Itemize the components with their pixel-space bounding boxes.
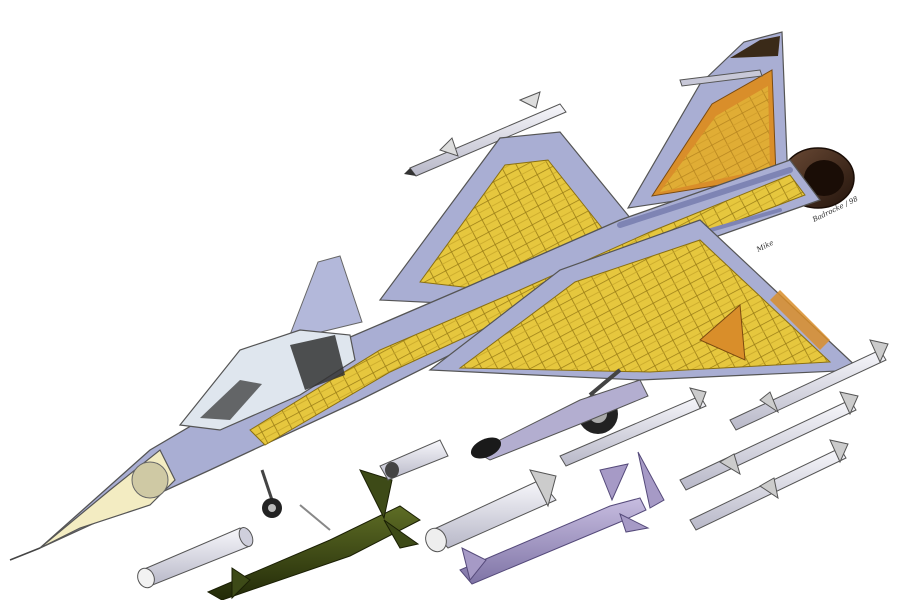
- gun-pod: [379, 439, 449, 481]
- missile-right-3: [689, 439, 849, 531]
- nose-radome: [9, 449, 176, 561]
- tail-fin: [626, 31, 789, 209]
- cockpit-canopy: [178, 329, 356, 431]
- upper-wingtip-missile: [404, 91, 567, 177]
- belly-drop-tank: [470, 379, 649, 461]
- silver-fuel-tank: [137, 527, 254, 589]
- lower-wing: [428, 219, 862, 381]
- green-bomb: [206, 469, 421, 600]
- belly-missile: [559, 387, 707, 467]
- missile-right-1: [729, 339, 889, 431]
- lilac-guided-bomb: [459, 451, 665, 585]
- upper-canard: [287, 255, 363, 341]
- signature-artist: Mike: [754, 239, 774, 254]
- cluster-pod: [425, 469, 557, 553]
- nose-landing-gear: [260, 469, 282, 518]
- missile-right-2: [679, 391, 859, 491]
